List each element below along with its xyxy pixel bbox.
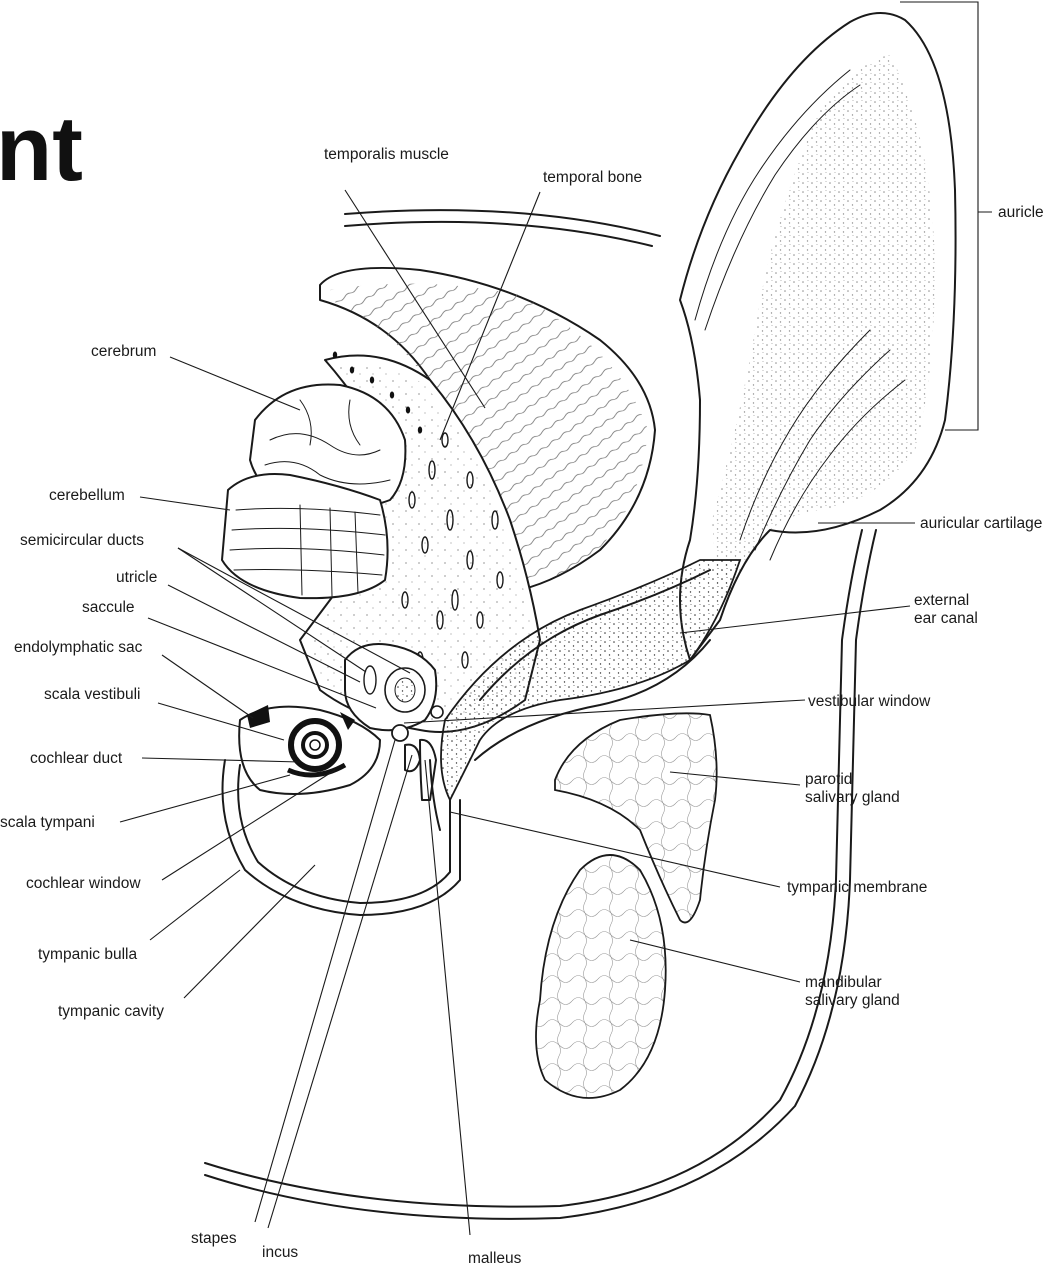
label-incus: incus: [262, 1244, 298, 1261]
title-fragment: nt: [0, 98, 83, 200]
label-saccule: saccule: [82, 599, 135, 616]
label-scala-tympani: scala tympani: [0, 814, 95, 831]
label-auricular-cartilage: auricular cartilage: [920, 515, 1042, 532]
label-vestibular-window: vestibular window: [808, 693, 931, 710]
label-tympanic-bulla: tympanic bulla: [38, 946, 137, 963]
label-stapes: stapes: [191, 1230, 237, 1247]
label-cerebrum: cerebrum: [91, 343, 156, 360]
label-cochlear-duct: cochlear duct: [30, 750, 123, 767]
label-endolymphatic-sac: endolymphatic sac: [14, 639, 143, 656]
label-cochlear-window: cochlear window: [26, 875, 141, 892]
label-mandibular-line2: salivary gland: [805, 992, 900, 1009]
label-parotid-line1: parotid: [805, 771, 852, 788]
label-auricle: auricle: [998, 204, 1044, 221]
label-external-ear-canal-line2: ear canal: [914, 610, 978, 627]
label-temporal-bone: temporal bone: [543, 169, 642, 186]
label-mandibular-line1: mandibular: [805, 974, 882, 991]
label-temporalis-muscle: temporalis muscle: [324, 146, 449, 163]
label-utricle: utricle: [116, 569, 157, 586]
label-cerebellum: cerebellum: [49, 487, 125, 504]
label-parotid-line2: salivary gland: [805, 789, 900, 806]
label-scala-vestibuli: scala vestibuli: [44, 686, 141, 703]
label-tympanic-cavity: tympanic cavity: [58, 1003, 164, 1020]
label-tympanic-membrane: tympanic membrane: [787, 879, 927, 896]
label-semicircular-ducts: semicircular ducts: [20, 532, 144, 549]
label-malleus: malleus: [468, 1250, 522, 1267]
label-external-ear-canal-line1: external: [914, 592, 969, 609]
